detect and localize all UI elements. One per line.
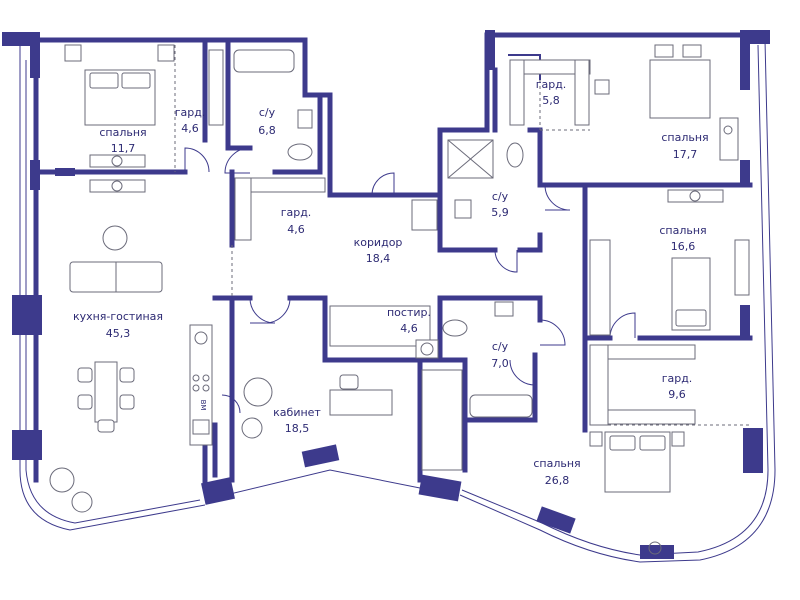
room-label-bedroom-4: спальня: [533, 457, 580, 470]
room-area-bedroom-4: 26,8: [545, 474, 570, 487]
room-label-bathroom-1: с/у: [259, 106, 276, 119]
doors: [184, 147, 636, 414]
outer-walls: [2, 30, 776, 563]
room-label-wardrobe-1: гард.: [175, 106, 206, 119]
room-area-wardrobe-2: 4,6: [287, 223, 305, 236]
room-area-bedroom-3: 16,6: [671, 240, 696, 253]
room-area-bathroom-3: 5,9: [491, 206, 509, 219]
room-label-bathroom-3: с/у: [492, 190, 509, 203]
washing-machine-label: ВМ: [199, 400, 207, 411]
room-area-corridor: 18,4: [366, 252, 391, 265]
room-area-wardrobe-1: 4,6: [181, 122, 199, 135]
room-label-wardrobe-2: гард.: [281, 206, 312, 219]
room-label-living-kitchen: кухня-гостиная: [73, 310, 163, 323]
room-label-bathroom-2: с/у: [492, 340, 509, 353]
room-area-bedroom-1: 11,7: [111, 142, 136, 155]
room-area-laundry: 4,6: [400, 322, 418, 335]
room-label-bedroom-3: спальня: [659, 224, 706, 237]
room-area-wardrobe-3: 5,8: [542, 94, 560, 107]
room-area-study: 18,5: [285, 422, 310, 435]
room-label-corridor: коридор: [354, 236, 403, 249]
room-area-living-kitchen: 45,3: [106, 327, 131, 340]
room-label-bedroom-2: спальня: [661, 131, 708, 144]
room-label-wardrobe-3: гард.: [536, 78, 567, 91]
room-area-bedroom-2: 17,7: [673, 148, 698, 161]
room-area-bathroom-1: 6,8: [258, 124, 276, 137]
interior-walls: [33, 32, 753, 483]
room-label-wardrobe-4: гард.: [662, 372, 693, 385]
room-labels: спальня 11,7 гард. 4,6 с/у 6,8 гард. 4,6…: [73, 78, 709, 487]
room-area-bathroom-2: 7,0: [491, 357, 509, 370]
dashed-boundaries: [174, 45, 750, 426]
room-label-study: кабинет: [273, 406, 321, 419]
room-label-laundry: постир.: [387, 306, 431, 319]
room-area-wardrobe-4: 9,6: [668, 388, 686, 401]
furniture: [49, 44, 750, 555]
room-label-bedroom-1: спальня: [99, 126, 146, 139]
